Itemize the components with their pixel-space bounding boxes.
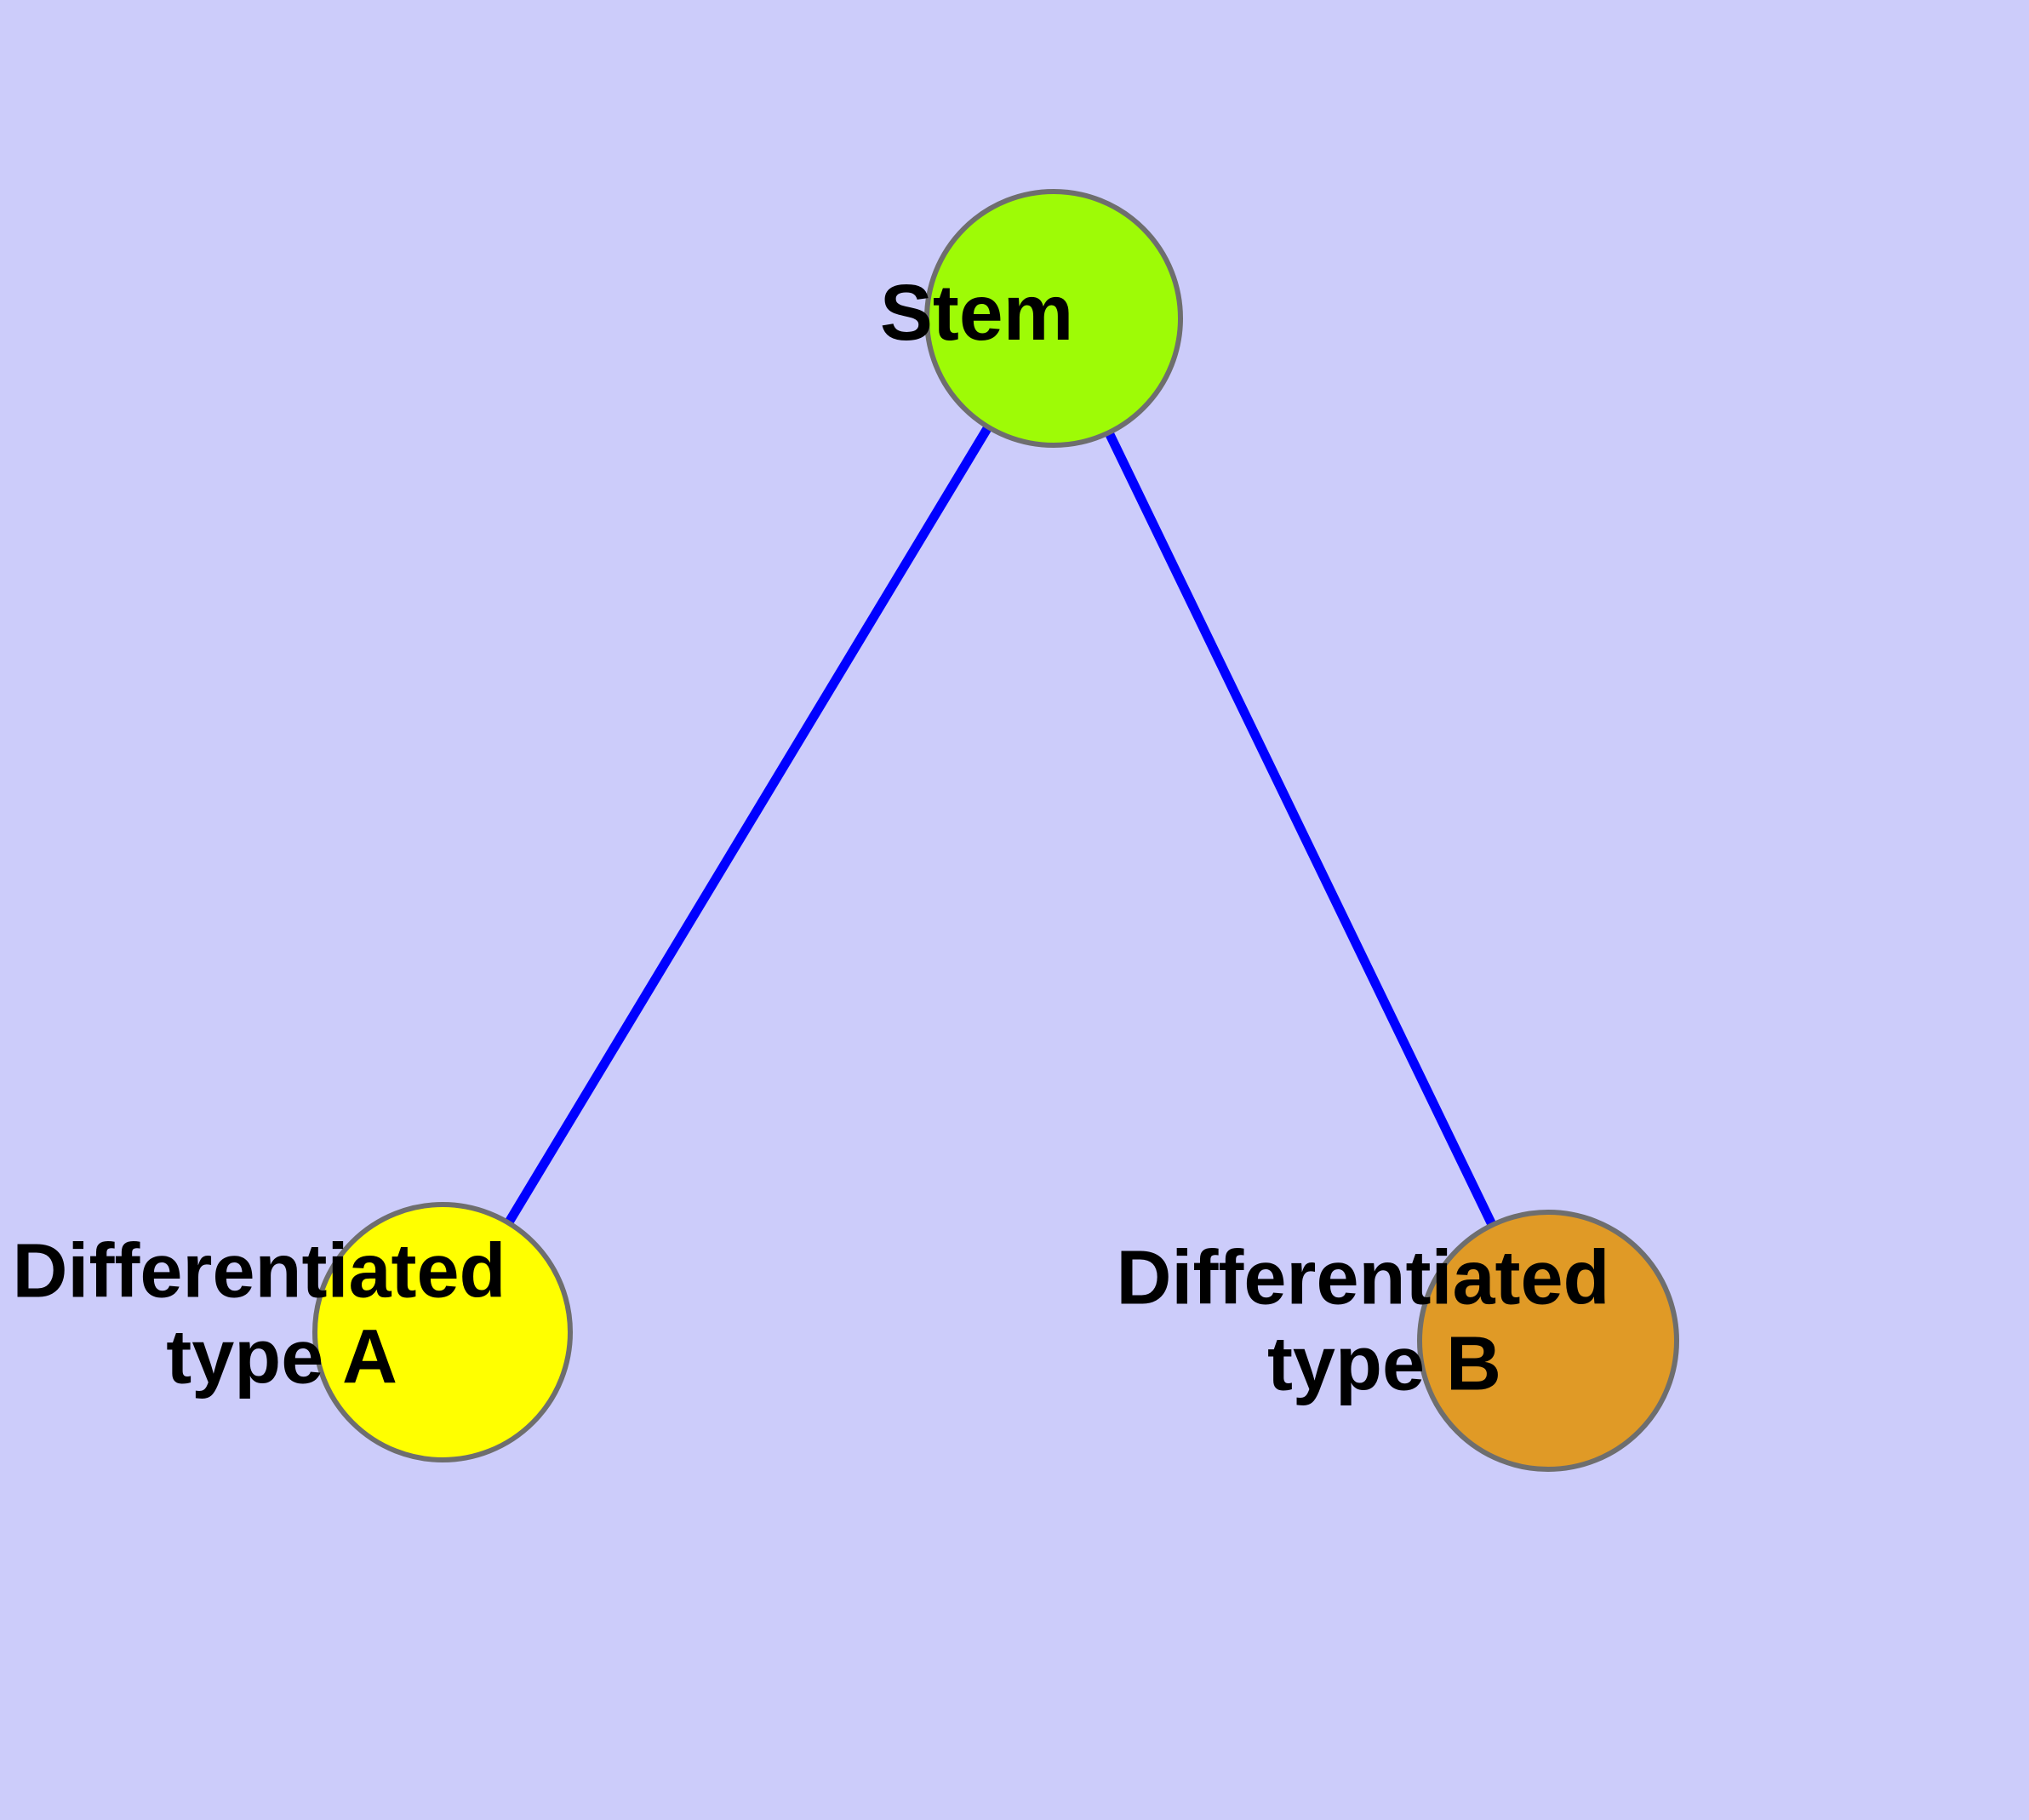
node-label-differentiated-type-b-line2: type B bbox=[1267, 1321, 1501, 1406]
nodes-group bbox=[312, 189, 1679, 1472]
node-stem[interactable] bbox=[924, 189, 1183, 448]
node-label-differentiated-type-a-line2: type A bbox=[166, 1314, 396, 1399]
node-label-differentiated-type-b-line1: Differentiated bbox=[1116, 1235, 1609, 1320]
node-label-stem: Stem bbox=[880, 268, 1227, 357]
node-label-differentiated-type-a-line1: Differentiated bbox=[12, 1228, 506, 1313]
node-label-differentiated-type-b: Differentiated type B bbox=[1116, 1235, 1801, 1406]
edge-stem-to-differentiated-b[interactable] bbox=[1049, 316, 1552, 1343]
node-differentiated-type-b[interactable] bbox=[1417, 1210, 1679, 1472]
node-differentiated-type-a[interactable] bbox=[312, 1202, 573, 1462]
edges-group bbox=[438, 316, 1552, 1343]
node-label-differentiated-type-a: Differentiated type A bbox=[12, 1228, 697, 1399]
node-label-stem-line1: Stem bbox=[880, 268, 1073, 357]
edge-stem-to-differentiated-a[interactable] bbox=[438, 316, 1058, 1335]
labels-group: Stem Differentiated type A Differentiate… bbox=[12, 268, 1801, 1407]
